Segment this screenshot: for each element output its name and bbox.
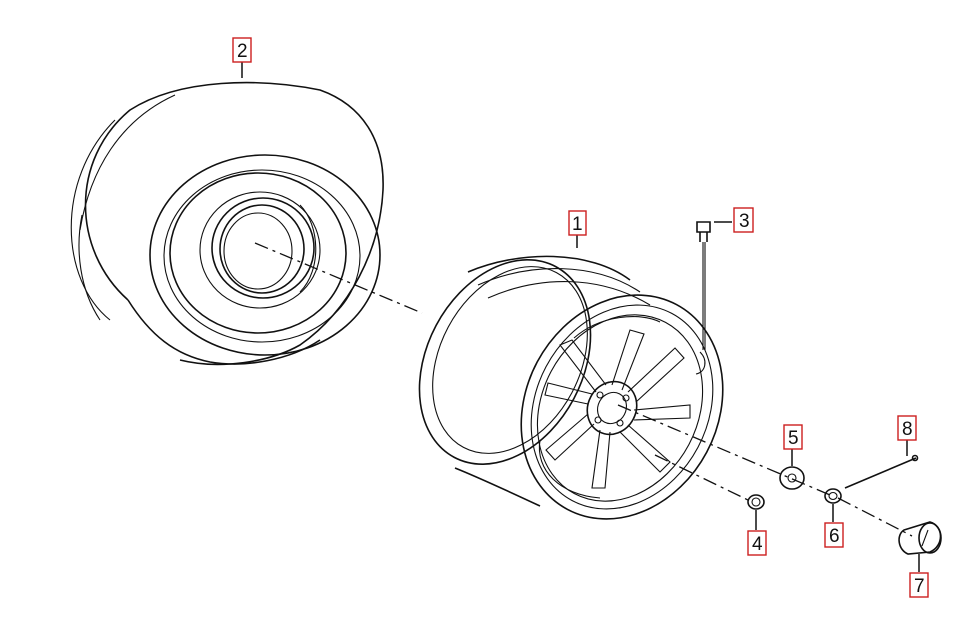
part-5-washer xyxy=(779,466,805,490)
callout-2-label: 2 xyxy=(237,41,248,62)
rim xyxy=(418,255,724,520)
part-6-nut xyxy=(824,488,842,504)
part-7-center-cap xyxy=(898,521,942,555)
callout-3-label: 3 xyxy=(739,211,750,232)
callout-5: 5 xyxy=(783,424,803,466)
part-4-cap xyxy=(747,494,765,510)
callout-1: 1 xyxy=(568,210,587,248)
callout-7: 7 xyxy=(909,554,929,598)
callout-7-label: 7 xyxy=(914,576,925,597)
callout-4: 4 xyxy=(747,510,767,556)
callout-1-label: 1 xyxy=(572,214,583,235)
callout-5-label: 5 xyxy=(788,428,799,449)
valve-stem xyxy=(696,221,711,350)
callout-6: 6 xyxy=(824,504,844,548)
tire-axis-line xyxy=(254,242,423,314)
tire xyxy=(70,81,384,366)
callout-2: 2 xyxy=(232,37,252,78)
callout-6-label: 6 xyxy=(829,526,840,547)
callout-4-label: 4 xyxy=(752,534,763,555)
hub-axis-line xyxy=(617,404,831,496)
part-8-pin xyxy=(844,454,919,489)
hub-axis-line-2 xyxy=(837,497,913,537)
callout-8-label: 8 xyxy=(902,419,913,440)
callout-3: 3 xyxy=(714,207,754,233)
lower-axis-line xyxy=(654,454,749,501)
callout-8: 8 xyxy=(897,415,917,456)
